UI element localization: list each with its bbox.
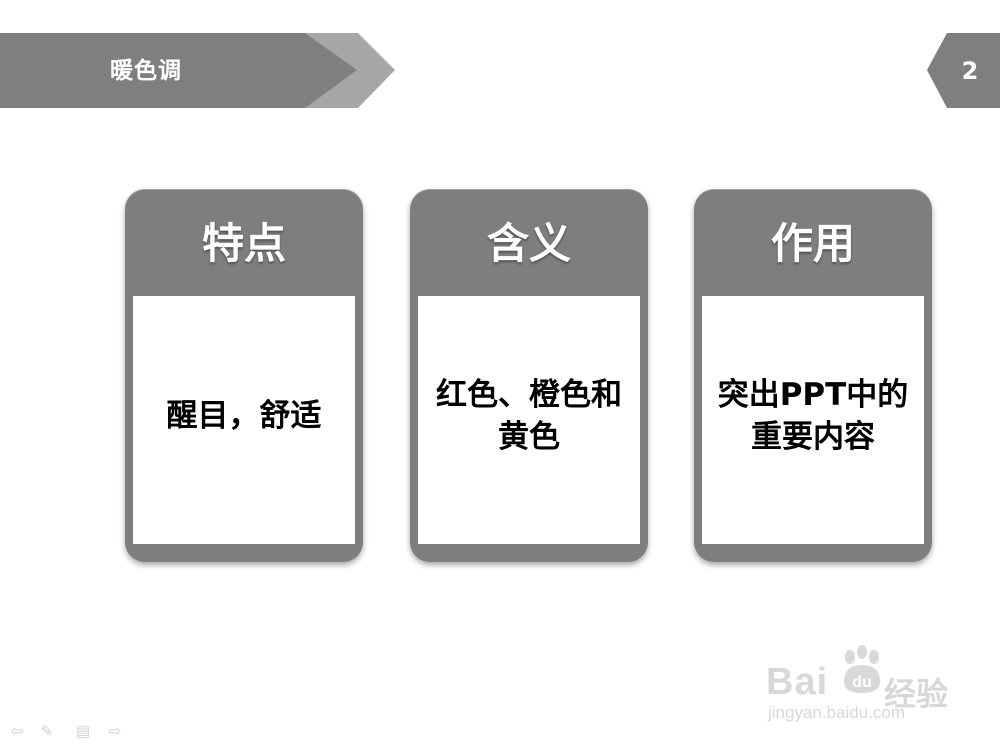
- watermark-url: jingyan.baidu.com: [768, 703, 906, 722]
- slideshow-controls: ⇦ ✎ ▤ ⇨: [8, 722, 128, 742]
- pen-icon[interactable]: ✎: [40, 722, 54, 740]
- baidu-paw-icon: du: [838, 645, 886, 701]
- page-number-tab: [927, 33, 1000, 108]
- card-function: 作用 突出PPT中的重要内容: [694, 189, 932, 562]
- title-banner: [0, 33, 400, 108]
- slide-title: 暖色调: [110, 58, 182, 84]
- card-text: 突出PPT中的重要内容: [717, 377, 909, 455]
- card-features: 特点 醒目，舒适: [125, 189, 363, 562]
- banner-arrow-shape: [0, 33, 395, 108]
- card-text: 醒目，舒适: [166, 398, 322, 434]
- card-body: 突出PPT中的重要内容: [702, 296, 924, 544]
- card-body: 红色、橙色和黄色: [418, 296, 640, 544]
- watermark-brand: Bai: [766, 661, 829, 703]
- next-slide-icon[interactable]: ⇨: [108, 722, 122, 740]
- card-header: 特点: [201, 219, 286, 268]
- watermark-paw-text: du: [852, 674, 872, 691]
- card-header: 含义: [486, 219, 571, 268]
- card-text: 红色、橙色和黄色: [436, 377, 622, 455]
- baidu-watermark: Bai du 经验 jingyan.baidu.com: [762, 645, 962, 735]
- card-body: 醒目，舒适: [133, 296, 355, 544]
- card-header: 作用: [770, 219, 855, 268]
- watermark-product: 经验: [884, 675, 949, 713]
- menu-icon[interactable]: ▤: [75, 722, 91, 740]
- page-number: 2: [961, 57, 979, 85]
- previous-slide-icon[interactable]: ⇦: [10, 722, 24, 740]
- card-meaning: 含义 红色、橙色和黄色: [410, 189, 648, 562]
